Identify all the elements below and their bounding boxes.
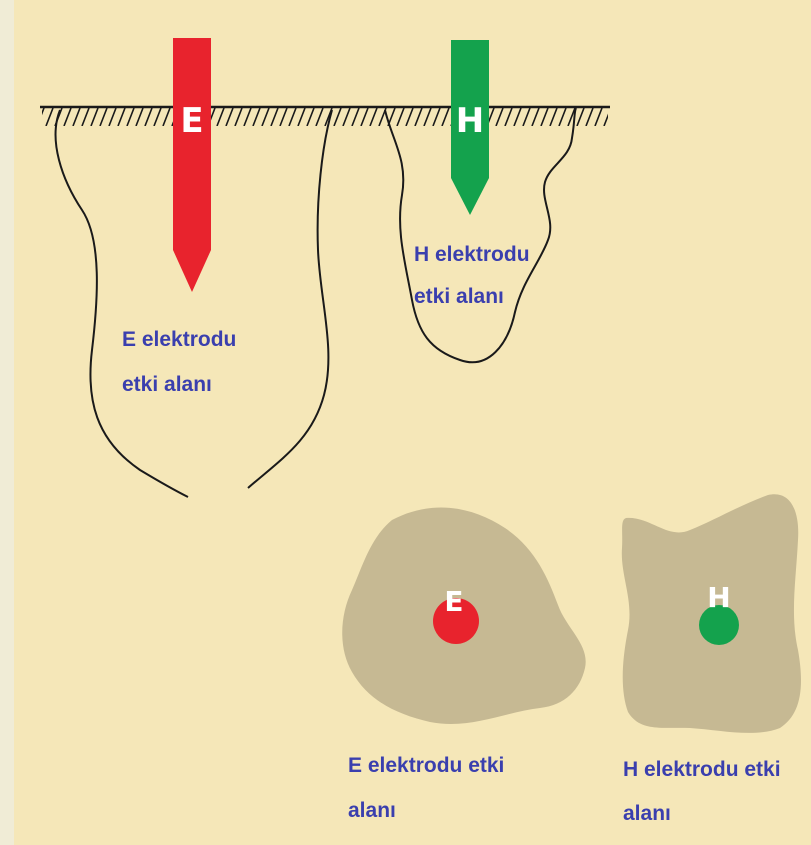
h-top-label-line2: alanı <box>623 802 671 825</box>
e-electrode-dot <box>433 598 479 644</box>
e-side-label-line2: etki alanı <box>122 373 212 396</box>
electrode-h-letter: H <box>456 101 484 141</box>
e-top-letter: E <box>444 585 463 618</box>
electrode-e-letter: E <box>180 101 203 141</box>
h-top-view: H H elektrodu etki alanı <box>621 494 801 825</box>
ground-hatching <box>42 108 608 126</box>
h-electrode-dot <box>699 605 739 645</box>
ground-surface <box>40 105 610 126</box>
h-top-label-line1: H elektrodu etki <box>623 758 781 781</box>
electrode-h-rod: H <box>451 40 489 215</box>
e-top-label-line2: alanı <box>348 799 396 822</box>
e-top-label-line1: E elektrodu etki <box>348 754 504 777</box>
e-side-label-line1: E elektrodu <box>122 328 236 351</box>
h-side-label-line1: H elektrodu <box>414 243 530 266</box>
h-top-letter: H <box>707 581 730 614</box>
h-influence-boundary <box>384 107 577 364</box>
e-top-view: E E elektrodu etki alanı <box>342 507 586 822</box>
e-influence-boundary <box>54 109 333 498</box>
h-side-label-line2: etki alanı <box>414 285 504 308</box>
electrode-e-rod: E <box>173 38 211 292</box>
